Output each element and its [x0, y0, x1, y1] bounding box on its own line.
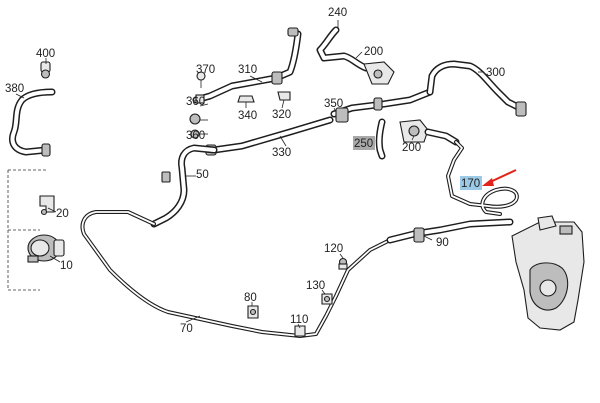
hose-310[interactable] — [192, 27, 302, 104]
hose-90[interactable] — [386, 218, 514, 244]
callout-380[interactable]: 380 — [5, 83, 24, 95]
part-340[interactable] — [237, 95, 255, 103]
highlight-170 — [460, 176, 482, 190]
callout-200-upper[interactable]: 200 — [364, 46, 383, 58]
callout-80[interactable]: 80 — [244, 292, 257, 304]
part-360-lower[interactable] — [190, 129, 200, 139]
callout-360-lower[interactable]: 360 — [186, 130, 205, 142]
hose-240[interactable] — [316, 26, 370, 72]
part-110[interactable] — [294, 325, 306, 337]
line-70[interactable] — [80, 210, 392, 338]
callout-130[interactable]: 130 — [306, 280, 325, 292]
callout-400[interactable]: 400 — [36, 48, 55, 60]
callout-120[interactable]: 120 — [324, 243, 343, 255]
callout-350[interactable]: 350 — [324, 98, 343, 110]
part-360-upper[interactable] — [189, 113, 201, 125]
part-400[interactable] — [40, 61, 51, 79]
part-200-upper[interactable] — [363, 61, 395, 85]
callout-90[interactable]: 90 — [436, 237, 449, 249]
callouts: 400 380 20 10 370 310 360 340 320 360 33… — [5, 7, 505, 335]
highlight-250 — [353, 136, 375, 150]
red-pointer-arrow — [482, 169, 517, 186]
callout-370[interactable]: 370 — [196, 64, 215, 76]
callout-320[interactable]: 320 — [272, 109, 291, 121]
left-bracket-dashes — [7, 169, 48, 291]
callout-340[interactable]: 340 — [238, 110, 257, 122]
callout-360-upper[interactable]: 360 — [186, 96, 205, 108]
part-80[interactable] — [247, 305, 259, 319]
callout-200-lower[interactable]: 200 — [402, 142, 421, 154]
part-320[interactable] — [277, 91, 291, 101]
callout-110[interactable]: 110 — [290, 314, 308, 326]
callout-70[interactable]: 70 — [180, 323, 193, 335]
hose-350[interactable] — [330, 88, 434, 123]
callout-300[interactable]: 300 — [486, 67, 505, 79]
callout-10[interactable]: 10 — [60, 260, 73, 272]
part-130[interactable] — [321, 293, 333, 305]
callout-310[interactable]: 310 — [238, 64, 257, 76]
callout-50[interactable]: 50 — [196, 169, 209, 181]
hose-330[interactable] — [205, 116, 334, 156]
part-20[interactable] — [39, 195, 55, 216]
hose-50[interactable] — [150, 144, 218, 228]
hose-250[interactable] — [375, 118, 386, 160]
callout-170[interactable]: 170 — [461, 178, 480, 190]
part-10[interactable] — [27, 234, 65, 263]
callout-330[interactable]: 330 — [272, 147, 291, 159]
expansion-tank[interactable] — [511, 215, 585, 331]
hose-170[interactable] — [446, 140, 519, 216]
hose-380[interactable] — [9, 88, 56, 157]
callout-20[interactable]: 20 — [56, 208, 69, 220]
part-370[interactable] — [196, 71, 206, 88]
callout-240[interactable]: 240 — [328, 7, 347, 19]
part-120[interactable] — [338, 257, 348, 270]
callout-250[interactable]: 250 — [354, 138, 373, 150]
hose-300[interactable] — [426, 60, 527, 117]
part-200-lower[interactable] — [399, 119, 460, 146]
leader-lines — [15, 20, 484, 329]
